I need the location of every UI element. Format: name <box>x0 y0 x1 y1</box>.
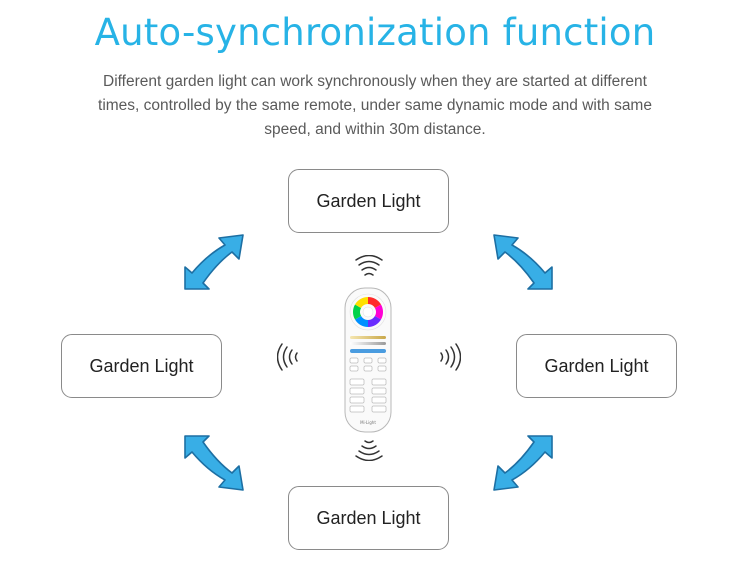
signal-waves-bottom-icon <box>355 440 383 461</box>
garden-light-top: Garden Light <box>288 169 449 233</box>
signal-waves-left-icon <box>277 343 298 371</box>
sync-arrow-bottom-left-icon <box>184 435 244 491</box>
sync-arrow-top-right-icon <box>493 234 553 290</box>
signal-waves-top-icon <box>355 255 383 276</box>
signal-waves-right-icon <box>440 343 461 371</box>
garden-light-left: Garden Light <box>61 334 222 398</box>
remote-control-icon: Mi·Light <box>344 287 392 433</box>
remote-brand-label: Mi·Light <box>360 420 376 425</box>
sync-arrow-bottom-right-icon <box>493 435 553 491</box>
garden-light-right: Garden Light <box>516 334 677 398</box>
garden-light-bottom: Garden Light <box>288 486 449 550</box>
description: Different garden light can work synchron… <box>98 73 652 138</box>
sync-arrow-top-left-icon <box>184 234 244 290</box>
page-title: Auto-synchronization function <box>94 11 656 54</box>
